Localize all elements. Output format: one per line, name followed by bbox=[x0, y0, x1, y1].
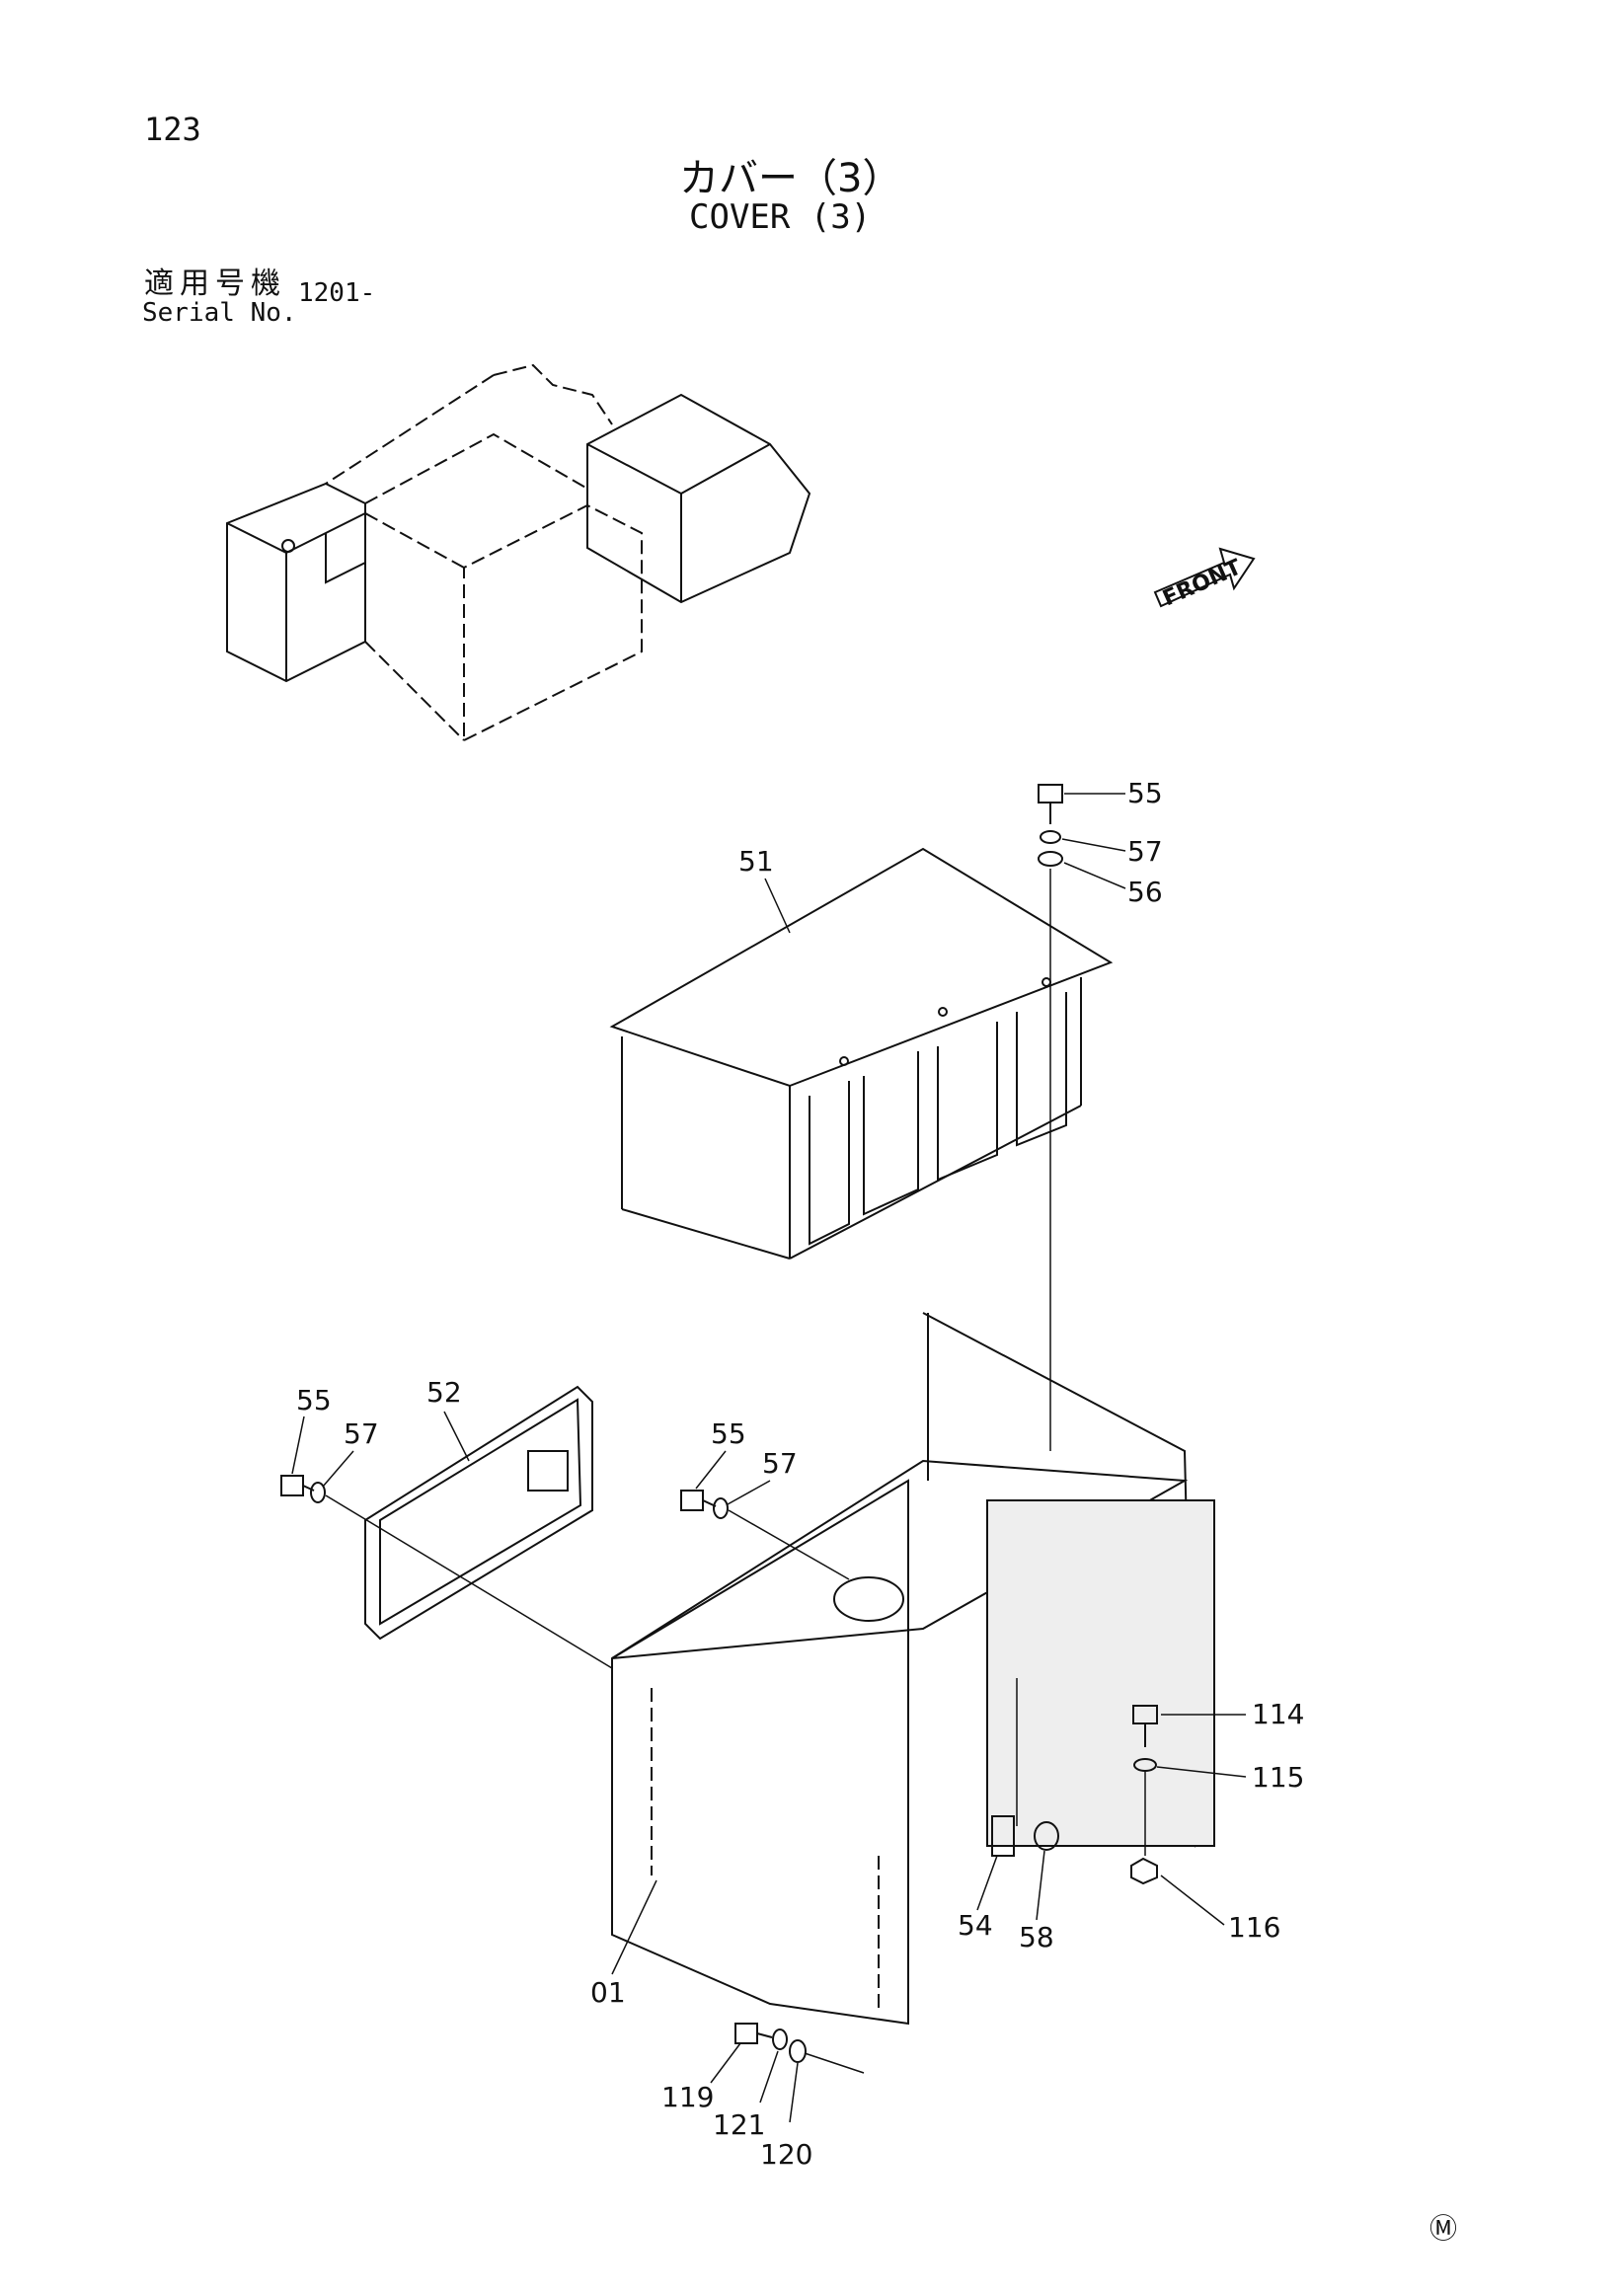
callout-57-left: 57 bbox=[344, 1417, 379, 1450]
washer-56-icon bbox=[1038, 851, 1063, 867]
nut-116-icon bbox=[1130, 1857, 1158, 1885]
callout-55-mid: 55 bbox=[711, 1417, 746, 1450]
callout-121: 121 bbox=[713, 2108, 765, 2141]
bolt-119-icon bbox=[734, 2023, 773, 2044]
serial-label-japanese: 適用号機 bbox=[144, 267, 286, 301]
callout-54: 54 bbox=[958, 1909, 993, 1942]
callout-01: 01 bbox=[590, 1976, 626, 2009]
callout-57-mid: 57 bbox=[762, 1447, 798, 1480]
bolt-55-mid-icon bbox=[680, 1490, 717, 1511]
assembly-lines bbox=[325, 869, 1146, 2074]
part-51-top-cover bbox=[609, 847, 1114, 1260]
bracket-54-icon bbox=[991, 1815, 1015, 1857]
part-52-side-panel bbox=[364, 1385, 593, 1641]
title-english: COVER (3) bbox=[689, 197, 872, 237]
callout-51: 51 bbox=[738, 845, 774, 878]
front-arrow-label: FRONT bbox=[1159, 555, 1245, 611]
bolt-55-left-icon bbox=[280, 1475, 315, 1496]
washer-121-icon bbox=[772, 2028, 788, 2050]
callout-120: 120 bbox=[760, 2138, 812, 2171]
callout-57-top: 57 bbox=[1127, 835, 1163, 868]
callout-116: 116 bbox=[1228, 1911, 1280, 1944]
leader-lines bbox=[291, 793, 1247, 2123]
nut-58-icon bbox=[1034, 1821, 1059, 1851]
callout-52: 52 bbox=[426, 1376, 462, 1409]
washer-57-left-icon bbox=[310, 1482, 326, 1503]
callout-115: 115 bbox=[1252, 1761, 1304, 1794]
washer-120-icon bbox=[789, 2039, 807, 2063]
bolt-114-icon bbox=[1132, 1705, 1158, 1747]
callout-119: 119 bbox=[661, 2081, 714, 2113]
bolt-55-top-icon bbox=[1038, 784, 1063, 824]
serial-value: 1201- bbox=[298, 278, 376, 308]
callout-55-left: 55 bbox=[296, 1384, 332, 1416]
footer-mark: Ⓜ bbox=[1429, 2212, 1458, 2245]
callout-56: 56 bbox=[1127, 876, 1163, 908]
washer-57-mid-icon bbox=[713, 1497, 729, 1519]
machine-overview-outline bbox=[226, 363, 811, 742]
serial-label-english: Serial No. bbox=[142, 298, 297, 328]
title-japanese: カバー（3） bbox=[679, 156, 902, 201]
washer-115-icon bbox=[1133, 1758, 1157, 1772]
callout-55-top: 55 bbox=[1127, 777, 1163, 809]
callout-114: 114 bbox=[1252, 1698, 1304, 1730]
front-arrow-icon bbox=[1153, 547, 1256, 608]
page-number: 123 bbox=[144, 111, 201, 148]
washer-57-top-icon bbox=[1040, 830, 1061, 844]
callout-58: 58 bbox=[1019, 1921, 1054, 1953]
part-01-main-frame bbox=[611, 1312, 1215, 2026]
